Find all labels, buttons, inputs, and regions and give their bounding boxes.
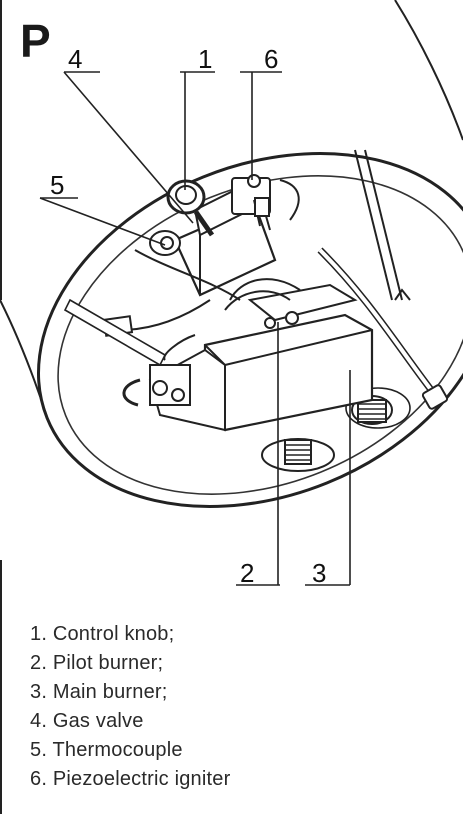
tank-bottom-inner-rim bbox=[57, 175, 463, 495]
legend-item: 6. Piezoelectric igniter bbox=[30, 768, 231, 790]
callout-label-5: 5 bbox=[50, 170, 65, 200]
leader-line-4 bbox=[63, 71, 194, 224]
tank-body-edge-right bbox=[394, 0, 463, 141]
thermocouple-nut bbox=[149, 230, 181, 256]
pilot-bracket bbox=[247, 283, 358, 322]
parts-legend: 1. Control knob; 2. Pilot burner; 3. Mai… bbox=[30, 620, 230, 794]
bracket-rod bbox=[354, 149, 393, 301]
pipe-fitting bbox=[421, 384, 449, 410]
pilot-burner-head bbox=[285, 311, 299, 325]
callout-label-1: 1 bbox=[198, 44, 213, 74]
callout-label-2: 2 bbox=[240, 558, 255, 588]
legend-item: 2. Pilot burner; bbox=[30, 652, 164, 674]
legend-item: 3. Main burner; bbox=[30, 681, 168, 703]
leader-line-5 bbox=[39, 197, 166, 246]
callout-label-3: 3 bbox=[312, 558, 327, 588]
callout-label-4: 4 bbox=[68, 44, 83, 74]
panel-letter: P bbox=[20, 15, 51, 67]
legend-item: 1. Control knob; bbox=[30, 623, 175, 645]
legend-item: 4. Gas valve bbox=[30, 710, 144, 732]
legend-item: 5. Thermocouple bbox=[30, 739, 183, 761]
tank-bottom-rim bbox=[37, 151, 463, 509]
callout-label-6: 6 bbox=[264, 44, 279, 74]
